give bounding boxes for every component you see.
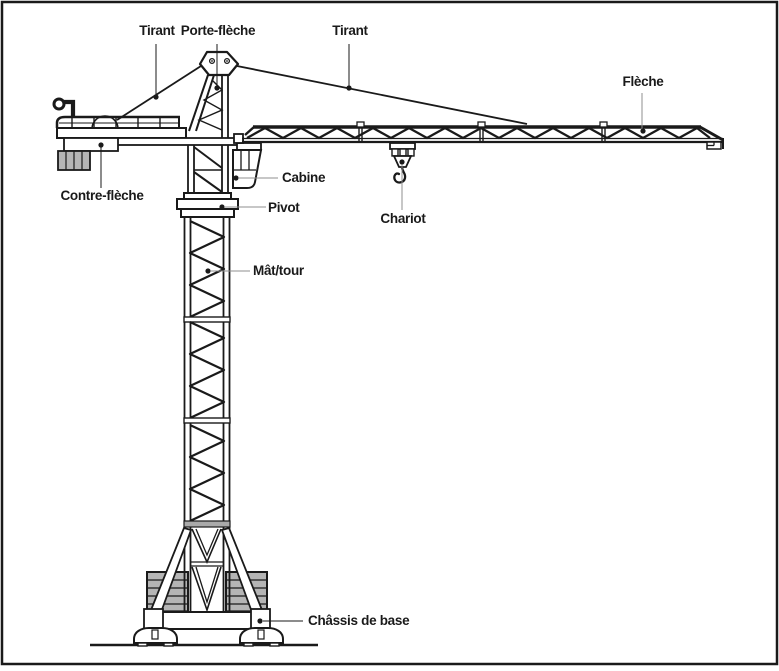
label-chassis-de-base: Châssis de base bbox=[308, 613, 410, 628]
counterweight-blocks bbox=[57, 150, 91, 171]
label-chariot: Chariot bbox=[380, 211, 426, 226]
upper-mast bbox=[188, 74, 229, 138]
counterjib-deck bbox=[56, 127, 187, 139]
tie-rod-right bbox=[236, 65, 528, 125]
jib-splice-1 bbox=[356, 121, 365, 141]
foot-right bbox=[239, 627, 284, 647]
crane-hook bbox=[393, 165, 407, 184]
mid-mast bbox=[187, 145, 229, 193]
tower-splice-2 bbox=[183, 417, 231, 424]
cabin bbox=[232, 142, 263, 189]
dot-porte-fleche bbox=[214, 85, 220, 91]
dot-fleche bbox=[640, 128, 646, 134]
label-contre-fleche: Contre-flèche bbox=[60, 188, 144, 203]
jib-splice-3 bbox=[599, 121, 608, 141]
base-beam bbox=[145, 611, 269, 630]
cabin-body bbox=[232, 149, 263, 189]
base-chassis bbox=[133, 608, 284, 647]
foot-left bbox=[133, 627, 178, 647]
dot-pivot bbox=[219, 204, 225, 210]
jib-tip bbox=[706, 138, 724, 150]
tower-lattice-3 bbox=[188, 424, 226, 522]
dot-tirant-left bbox=[153, 94, 159, 100]
tower-collar bbox=[183, 520, 231, 528]
tie-rod-left bbox=[116, 65, 202, 121]
tower-splice-1 bbox=[183, 316, 231, 323]
label-tirant-left: Tirant bbox=[139, 23, 175, 38]
tower-lattice-1 bbox=[188, 220, 226, 318]
apex-head bbox=[198, 50, 240, 77]
dot-tirant-right bbox=[346, 85, 352, 91]
jib-tip-slope bbox=[699, 125, 724, 142]
jib-root-connector bbox=[233, 133, 244, 144]
tower-mast bbox=[183, 217, 231, 614]
hoist-pipe bbox=[52, 97, 76, 117]
base-block-left bbox=[143, 608, 164, 631]
dot-cabine bbox=[233, 175, 239, 181]
label-tirant-right: Tirant bbox=[332, 23, 368, 38]
jib-lattice bbox=[246, 126, 711, 140]
apex-pentagon bbox=[198, 50, 240, 77]
pivot-assembly bbox=[176, 192, 239, 218]
tower-base-truss bbox=[190, 528, 224, 613]
label-pivot: Pivot bbox=[268, 200, 300, 215]
dot-mat-tour bbox=[205, 268, 211, 274]
tower-lattice-2 bbox=[188, 321, 226, 419]
dot-chassis bbox=[257, 618, 263, 624]
trolley-frame bbox=[389, 142, 416, 150]
machinery-box bbox=[63, 137, 119, 152]
label-porte-fleche: Porte-flèche bbox=[180, 23, 256, 38]
label-mat-tour: Mât/tour bbox=[253, 263, 304, 278]
leader-lines bbox=[98, 44, 646, 624]
label-fleche: Flèche bbox=[622, 74, 664, 89]
counter-jib bbox=[52, 97, 244, 171]
counterjib-railing bbox=[55, 115, 180, 128]
jib bbox=[233, 121, 724, 150]
tie-rods bbox=[116, 65, 528, 125]
jib-splice-2 bbox=[477, 121, 486, 141]
cabin-roof bbox=[236, 142, 262, 151]
label-cabine: Cabine bbox=[282, 170, 326, 185]
dot-chariot bbox=[399, 159, 405, 165]
dot-contre-fleche bbox=[98, 142, 104, 148]
